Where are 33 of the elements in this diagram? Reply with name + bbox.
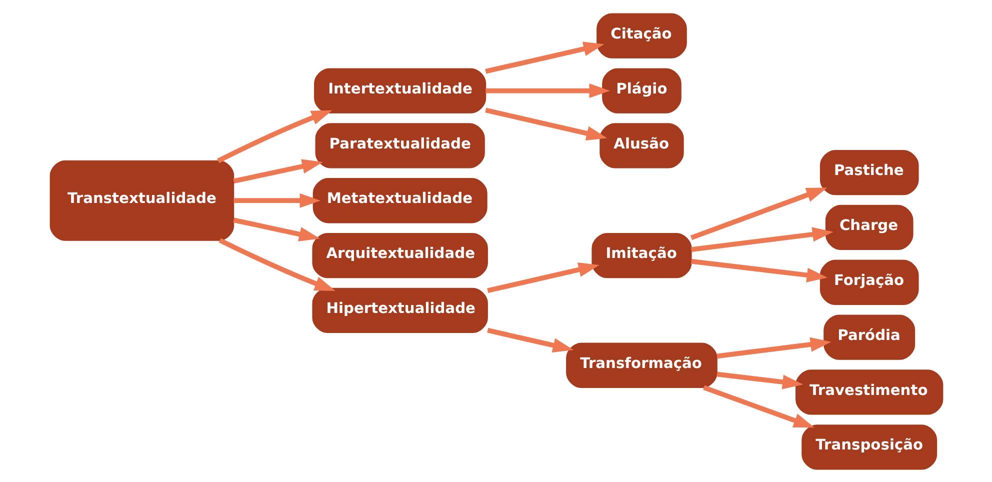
arrow — [702, 384, 814, 428]
arrow — [216, 110, 332, 163]
arrow — [690, 187, 827, 240]
node-box: Arquitextualidade — [312, 232, 488, 278]
arrow — [716, 371, 803, 389]
node-box: Paratextualidade — [314, 122, 484, 168]
arrow — [484, 107, 607, 140]
arrow — [485, 82, 610, 98]
arrow — [232, 158, 322, 184]
arrow — [690, 258, 828, 282]
node-box: Transformação — [566, 342, 717, 388]
node-box: Forjação — [819, 259, 918, 304]
arrow — [486, 262, 599, 292]
node-box: Transtextualidade — [49, 160, 234, 240]
node-box: Alusão — [599, 122, 684, 168]
arrow — [218, 238, 336, 290]
node-box: Plágio — [602, 68, 681, 113]
node-box: Hipertextualidade — [312, 287, 488, 333]
node-box: Charge — [824, 204, 913, 250]
node-box: Transposição — [801, 424, 937, 470]
arrow — [233, 192, 320, 208]
arrow — [486, 327, 574, 352]
arrow — [232, 217, 320, 241]
arrow — [484, 41, 604, 74]
arrow — [716, 336, 831, 358]
node-box: Intertextualidade — [314, 68, 486, 113]
node-box: Paródia — [823, 314, 915, 360]
node-box: Imitação — [591, 232, 692, 278]
node-box: Pastiche — [819, 149, 918, 195]
node-box: Citação — [596, 12, 686, 58]
arrow — [690, 226, 833, 252]
node-box: Travestimento — [795, 369, 943, 414]
node-box: Metatextualidade — [312, 178, 487, 223]
